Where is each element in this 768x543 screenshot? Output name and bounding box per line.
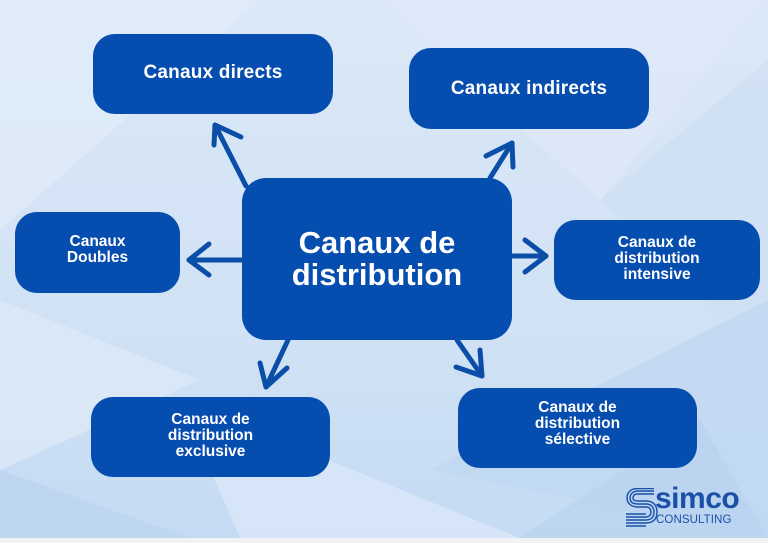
node-label-line1: Canaux de	[538, 399, 617, 416]
center-node-canaux-de-distribution: Canaux de distribution	[242, 178, 512, 340]
node-label-line1: Canaux	[69, 232, 126, 250]
arrow-to-directs	[211, 122, 249, 189]
node-label-line3: exclusive	[175, 443, 246, 460]
node-label-line2: Doubles	[66, 248, 129, 266]
arrow-to-doubles	[186, 241, 246, 278]
node-label: Canaux indirects	[450, 77, 608, 99]
arrow-to-exclusive	[257, 337, 291, 390]
node-distribution-exclusive: Canaux de distribution exclusive	[91, 397, 330, 477]
arrow-to-indirects	[483, 140, 516, 181]
arrow-to-intensive	[508, 237, 549, 275]
node-label: Canaux directs	[143, 62, 283, 83]
bottom-strip	[0, 538, 768, 543]
node-distribution-selective: Canaux de distribution sélective	[458, 388, 697, 468]
node-distribution-intensive: Canaux de distribution intensive	[554, 220, 760, 300]
node-canaux-directs: Canaux directs	[93, 34, 333, 114]
simco-s-mark-icon	[626, 488, 658, 527]
center-node-label-line1: Canaux de	[298, 225, 456, 260]
node-label-line3: intensive	[623, 266, 691, 283]
node-canaux-indirects: Canaux indirects	[409, 48, 649, 129]
arrow-to-selective	[453, 337, 485, 379]
logo-subtitle: CONSULTING	[656, 514, 732, 526]
node-label-line3: sélective	[544, 431, 611, 448]
node-label-line1: Canaux de	[171, 411, 250, 428]
simco-consulting-logo: simco CONSULTING	[624, 482, 754, 530]
node-label-line2: distribution	[534, 415, 621, 432]
center-node-label-line2: distribution	[291, 257, 463, 292]
node-label-line2: distribution	[614, 250, 700, 267]
node-canaux-doubles: Canaux Doubles	[15, 212, 180, 293]
node-label-line1: Canaux de	[617, 234, 697, 251]
node-label-line2: distribution	[167, 427, 254, 444]
logo-wordmark: simco	[655, 482, 740, 515]
